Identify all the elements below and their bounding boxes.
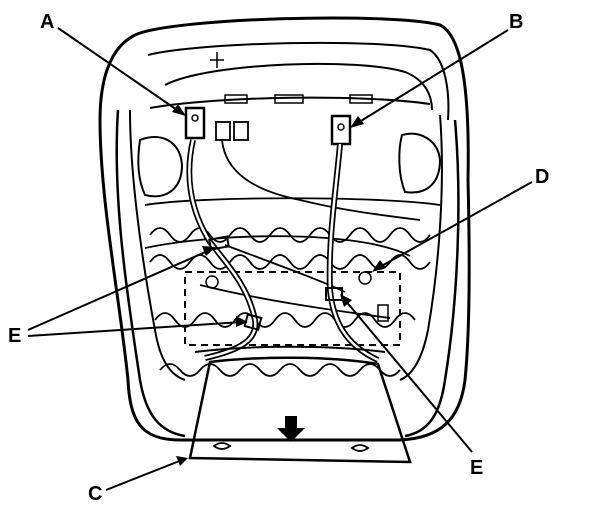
leader-e-left-lower — [27, 321, 243, 337]
seat-back-outline — [98, 16, 471, 442]
callout-d: D — [535, 166, 549, 188]
harness-clip-upper-left — [208, 235, 230, 251]
flap-slot-left — [212, 442, 232, 450]
callout-e-right: E — [470, 457, 483, 479]
leader-e-left-lower-head — [236, 316, 248, 327]
lumbar-cable-top — [144, 235, 411, 257]
leader-c — [105, 459, 183, 491]
seat-back-top-ridge — [147, 41, 450, 121]
leader-d-head — [372, 260, 386, 272]
connector-a-aux-2 — [233, 121, 249, 141]
lumbar-clip-right — [377, 304, 389, 322]
left-pad — [137, 136, 184, 198]
connector-a — [184, 106, 206, 140]
leader-e-right — [344, 299, 473, 453]
connector-a-pin — [191, 114, 199, 122]
flap-c — [188, 356, 412, 464]
flap-slot-right — [350, 444, 370, 452]
lumbar-bolt-right — [358, 271, 372, 285]
arrow-down-icon — [277, 416, 305, 442]
connector-b-pin — [337, 123, 345, 131]
left-side-frame — [115, 109, 186, 438]
harness-clip-right — [325, 287, 343, 301]
connector-a-aux-1 — [215, 121, 231, 141]
leader-a-head — [172, 104, 186, 116]
spring-row-waves-3 — [154, 312, 416, 328]
top-marker — [210, 52, 224, 68]
left-inner-frame — [129, 109, 186, 381]
lumbar-frame-dashed — [184, 271, 401, 346]
connector-b — [330, 114, 352, 146]
lumbar-cable-diagonal — [199, 284, 391, 319]
harness-aux — [221, 139, 421, 221]
callout-b: B — [509, 11, 523, 33]
leader-e-right-head — [340, 294, 352, 307]
leader-e-left-upper-head — [202, 246, 216, 256]
right-side-frame — [404, 119, 460, 438]
spring-row-waves-1 — [149, 227, 431, 243]
upper-clip-right — [349, 94, 373, 104]
leader-b-head — [350, 116, 364, 128]
leader-a — [57, 27, 181, 113]
harness-a-main-inner — [188, 139, 257, 360]
bottom-bar — [194, 345, 386, 353]
callout-c: C — [88, 483, 102, 505]
upper-clip-center — [274, 94, 304, 104]
harness-clip-lower-left — [243, 313, 263, 331]
leader-e-left-upper — [27, 249, 211, 331]
spring-row-waves-4 — [159, 363, 401, 377]
leader-c-head — [176, 456, 188, 466]
lumbar-bolt-left — [205, 275, 219, 289]
harness-b-main-inner — [328, 143, 379, 362]
upper-crossbar — [149, 96, 431, 109]
right-pad — [398, 132, 442, 194]
upper-clip-left — [224, 94, 248, 104]
callout-e-left: E — [8, 325, 21, 347]
right-inner-frame — [399, 114, 443, 381]
leader-d — [377, 181, 533, 269]
seat-back-top-curve — [164, 62, 433, 111]
callout-a: A — [40, 11, 54, 33]
leader-b — [355, 29, 509, 125]
